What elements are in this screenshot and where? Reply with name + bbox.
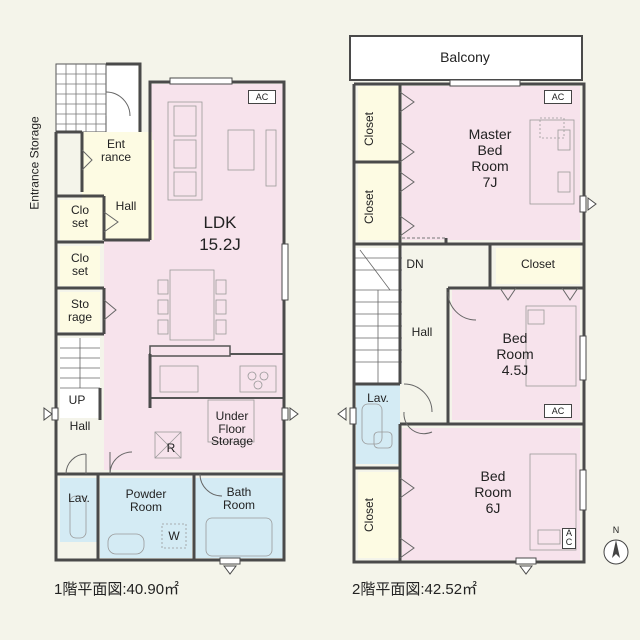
closet-a-label: Clo set [70,203,89,230]
entrance-tile-area [55,63,107,133]
bedroom-2-label: Bed Room 4.5J [496,330,534,379]
master-bedroom [402,86,580,240]
floor1-doors [65,91,223,497]
ac-bedroom-2-badge: AC [544,404,572,418]
entrance-label: Ent rance [100,137,132,164]
stair-2f-treads [354,249,402,384]
storage-room [60,292,100,332]
ac-master-badge: AC [544,90,572,104]
floor2-windows [349,79,587,565]
bedroom-3-label: Bed Room 6J [474,468,512,517]
closet-3-room [496,248,580,284]
ldk-size-label: 15.2J [199,235,241,254]
lav-2f-label: Lav. [367,391,389,405]
ac-ldk-badge: AC [248,90,276,104]
hall-upper-label: Hall [115,199,137,213]
bath-room-label: Bath Room [222,485,255,512]
ldk-name-label: LDK [203,213,237,232]
entrance-hall-room [82,132,152,192]
floor1-windows [51,77,289,565]
floor2-area-caption: 2階平面図:42.52㎡ [352,581,478,598]
kitchen-bar [149,345,231,357]
floor2-vents [337,197,597,575]
closet-b-room [60,246,100,286]
floor1-walls [54,62,286,562]
entrance-storage-label: Entrance Storage [27,116,42,210]
lav-1f-room [60,478,98,542]
stair-1f-treads [60,338,100,389]
ac-bedroom-3-badge: A C [562,528,576,549]
north-compass-icon [603,539,629,565]
powder-room-label: Powder Room [125,487,167,514]
balcony-label: Balcony [440,49,490,65]
master-bedroom-label: Master Bed Room 7J [468,126,512,191]
under-floor-storage-label: Under Floor Storage [210,409,254,449]
hall-2f-label: Hall [411,325,433,339]
floor2-furniture [361,117,577,551]
closet-4-room [358,472,400,558]
closet-3-label: Closet [520,257,555,271]
dn-label: DN [406,257,424,271]
storage-label: Sto rage [67,297,93,324]
compass-north-label: N [612,525,620,535]
hall-lower-label: Hall [69,419,91,433]
lav-2f-room [356,384,400,464]
r-mark-label: R [166,441,176,455]
bedroom-3 [402,428,580,560]
closet-2-label: Closet [362,189,377,225]
kitchen-room [150,354,284,470]
closet-b-label: Clo set [70,251,89,278]
porch-tile-grid [56,64,106,132]
powder-room [100,478,192,558]
closet-1-label: Closet [362,111,377,147]
floor2-doors [399,91,579,559]
w-mark-label: W [168,529,180,543]
lav-1f-label: Lav. [68,491,90,505]
bedroom-2 [452,290,580,420]
ldk-room [150,84,284,354]
closet-4-label: Closet [362,497,377,533]
floor1-vents [43,407,299,575]
closet-a-room [60,200,100,240]
floor1-area-caption: 1階平面図:40.90㎡ [54,581,180,598]
ldk-furniture [69,101,277,557]
up-label: UP [68,393,86,407]
hall-1f-room [104,240,154,470]
